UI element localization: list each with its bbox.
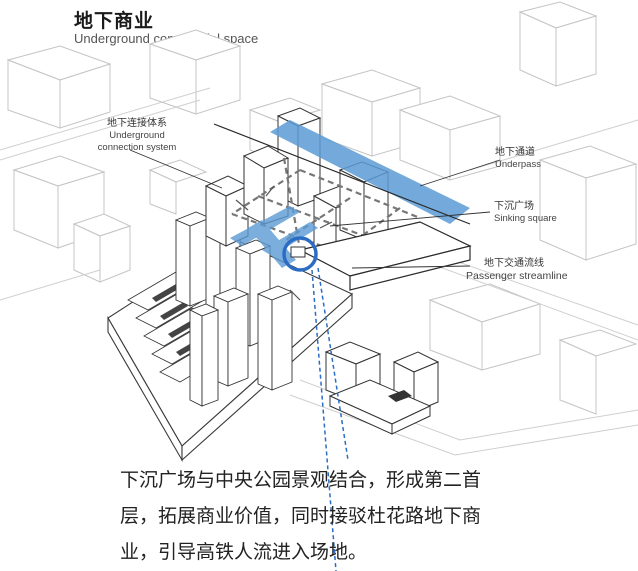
label-connection-en2: connection system (97, 142, 177, 153)
caption-line-2: 层，拓展商业价值，同时接驳杜花路地下商 (120, 505, 482, 527)
label-passenger-zh: 地下交通流线 (484, 258, 544, 269)
label-passenger-en: Passenger streamline (466, 270, 568, 282)
label-sinking-square: 下沉广场 Sinking square (494, 201, 557, 225)
caption-line-1: 下沉广场与中央公园景观结合，形成第二首 (120, 469, 482, 491)
label-passenger-streamline: 地下交通流线 Passenger streamline (466, 258, 568, 282)
rail-deck (213, 123, 472, 291)
underpass-band (270, 120, 470, 224)
label-connection-zh: 地下连接体系 (107, 118, 167, 129)
caption-line-3: 业，引导高铁人流进入场地。 (120, 541, 368, 563)
caption-text: 下沉广场与中央公园景观结合，形成第二首 层，拓展商业价值，同时接驳杜花路地下商 … (120, 462, 560, 570)
station-dark-roof (388, 390, 412, 402)
sinking-square-marker (282, 236, 318, 272)
flow-arrows (235, 185, 333, 301)
label-connection-en1: Underground (109, 130, 165, 141)
passenger-dashed-line (311, 267, 349, 571)
label-sinking-zh: 下沉广场 (494, 201, 534, 212)
label-underpass: 地下通道 Underpass (495, 147, 541, 171)
label-sinking-en: Sinking square (494, 213, 557, 224)
station-buildings (324, 341, 440, 435)
residential-dark-rows (152, 284, 204, 356)
leader-lines (129, 149, 501, 269)
label-underpass-en: Underpass (495, 159, 541, 170)
page-title: 地下商业 (74, 10, 155, 32)
label-connection-system: 地下连接体系 Underground connection system (82, 118, 192, 154)
label-underpass-zh: 地下通道 (495, 147, 535, 158)
